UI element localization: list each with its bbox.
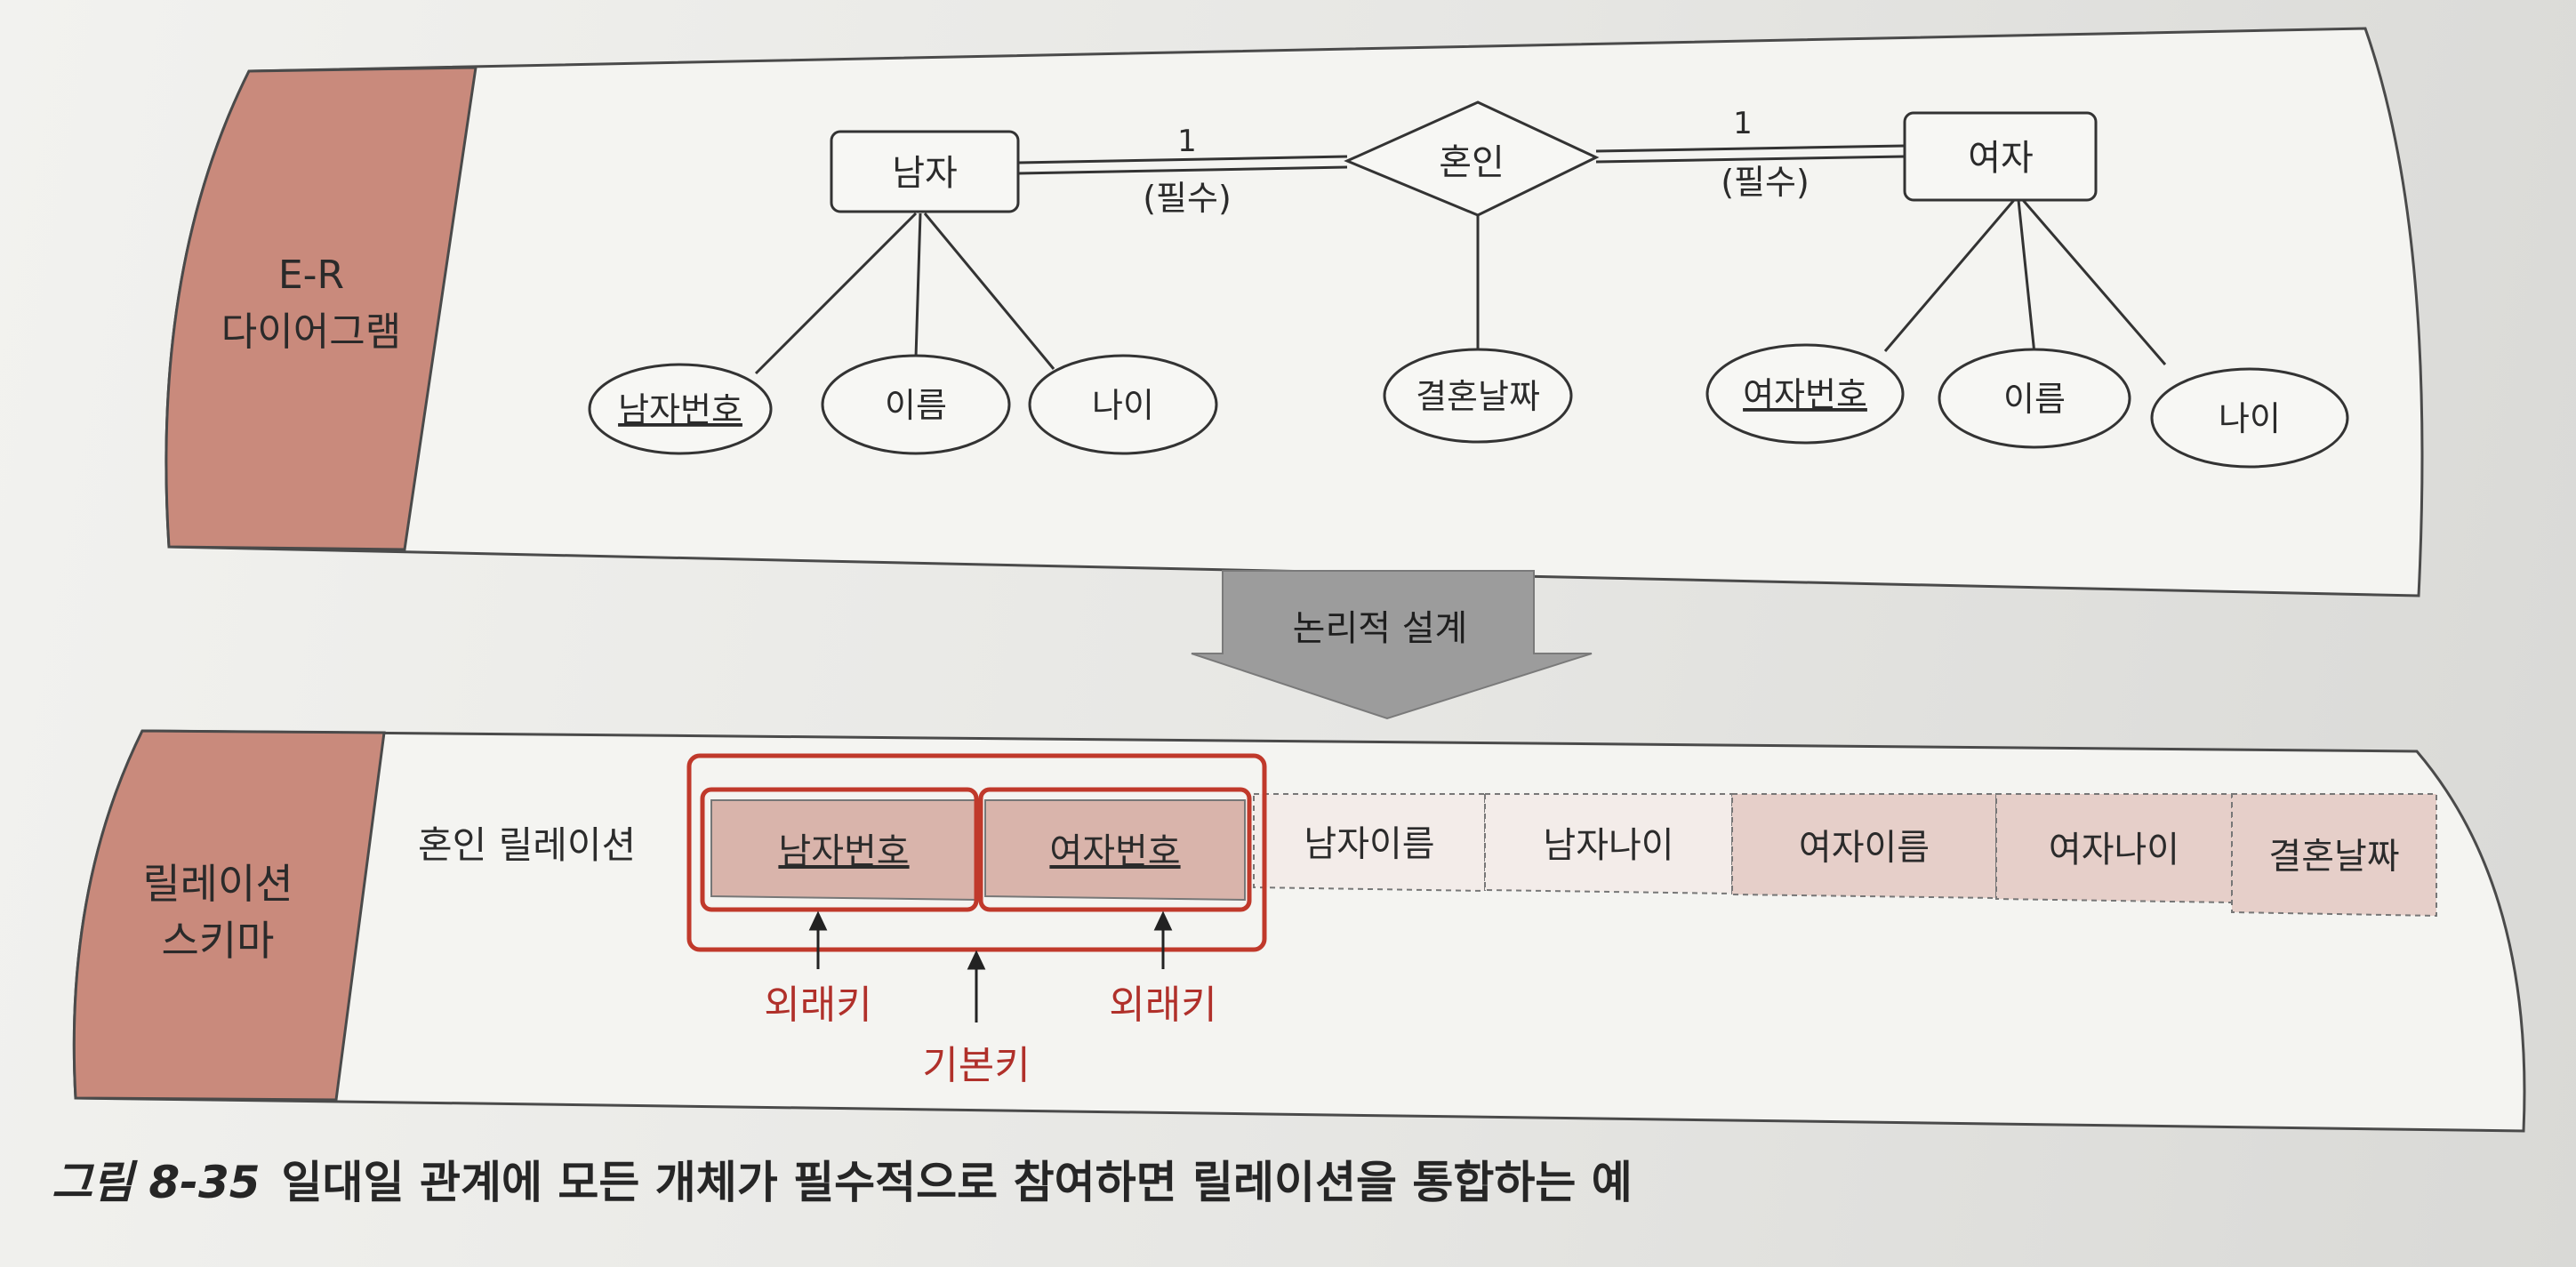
er-label-block bbox=[165, 66, 477, 551]
attr-marriage-date-label: 결혼날짜 bbox=[1416, 377, 1540, 416]
entity-woman: 여자 bbox=[1903, 111, 2098, 202]
man-relationship-double-line-a bbox=[1017, 155, 1348, 164]
schema-cell-label-5: 여자이름 bbox=[1799, 828, 1930, 869]
woman-to-attr-3 bbox=[2021, 199, 2167, 365]
attr-woman-age-label: 나이 bbox=[2219, 399, 2281, 438]
man-to-attr-3 bbox=[923, 213, 1055, 370]
schema-panel-label-line1: 릴레이션 bbox=[142, 860, 293, 908]
schema-cell-box-7 bbox=[2231, 793, 2437, 918]
foreign-key-left-label: 외래키 bbox=[764, 982, 871, 1028]
schema-cell-1: 남자번호 bbox=[710, 799, 977, 902]
entity-woman-label: 여자 bbox=[1968, 138, 2034, 179]
fk-right-arrow-head bbox=[1153, 910, 1173, 931]
logical-design-label: 논리적 설계 bbox=[1293, 608, 1468, 649]
schema-cell-7: 결혼날짜 bbox=[2231, 793, 2437, 918]
schema-cell-label-4: 남자나이 bbox=[1543, 825, 1673, 866]
foreign-key-right-label: 외래키 bbox=[1109, 982, 1216, 1028]
schema-panel-label-line2: 스키마 bbox=[161, 917, 275, 965]
attr-woman-id-label: 여자번호 bbox=[1743, 375, 1867, 414]
er-panel-label-line2: 다이어그램 bbox=[221, 309, 402, 355]
man-to-attr-1 bbox=[754, 212, 918, 375]
left-participation: (필수) bbox=[1143, 179, 1232, 218]
er-panel-label: E-R 다이어그램 bbox=[209, 247, 413, 361]
woman-to-attr-2 bbox=[2017, 199, 2036, 355]
er-connectors bbox=[754, 144, 2167, 375]
woman-to-attr-1 bbox=[1883, 199, 2016, 352]
schema-cell-label-6: 여자나이 bbox=[2049, 830, 2179, 870]
relationship-label: 혼인 bbox=[1439, 142, 1505, 183]
left-cardinality-count: 1 bbox=[1177, 124, 1197, 159]
schema-panel bbox=[72, 729, 2526, 1133]
man-relationship-double-line-b bbox=[1017, 165, 1348, 175]
foreign-key-man-outline bbox=[700, 787, 979, 912]
right-participation: (필수) bbox=[1721, 163, 1810, 202]
schema-cell-box-2 bbox=[984, 799, 1246, 902]
schema-cell-3: 남자이름 bbox=[1253, 793, 1486, 893]
schema-cell-label-2: 여자번호 bbox=[1049, 831, 1180, 872]
attr-man-id-label: 남자번호 bbox=[618, 390, 742, 429]
schema-label-block bbox=[72, 729, 386, 1102]
attr-man-name-label: 이름 bbox=[885, 386, 947, 425]
foreign-key-woman-outline bbox=[978, 787, 1252, 912]
attr-man-age: 나이 bbox=[1028, 354, 1218, 455]
attr-woman-name: 이름 bbox=[1938, 348, 2131, 449]
schema-cell-2: 여자번호 bbox=[984, 799, 1246, 902]
er-panel-label-line1: E-R bbox=[277, 253, 345, 298]
primary-key-label: 기본키 bbox=[922, 1043, 1030, 1088]
figure-caption-text: 일대일 관계에 모든 개체가 필수적으로 참여하면 릴레이션을 통합하는 예 bbox=[281, 1157, 1633, 1208]
man-to-attr-2 bbox=[914, 213, 922, 358]
relationship-woman-double-line-b bbox=[1595, 155, 1906, 164]
attr-man-name: 이름 bbox=[821, 354, 1011, 455]
attr-marriage-date: 결혼날짜 bbox=[1383, 348, 1573, 444]
figure-caption: 그림 8-35 일대일 관계에 모든 개체가 필수적으로 참여하면 릴레이션을 통… bbox=[52, 1147, 1633, 1211]
attr-woman-id: 여자번호 bbox=[1705, 343, 1905, 445]
schema-panel-label: 릴레이션 스키마 bbox=[116, 855, 320, 969]
schema-row: 남자번호 여자번호 남자이름 남자나이 여자이름 여자나이 결혼날짜 bbox=[710, 793, 2437, 918]
relation-name: 혼인 릴레이션 bbox=[418, 823, 636, 867]
logical-design-arrow: 논리적 설계 bbox=[1191, 570, 1593, 720]
schema-cell-4: 남자나이 bbox=[1484, 793, 1733, 895]
schema-cell-box-3 bbox=[1253, 793, 1486, 893]
schema-cell-box-5 bbox=[1731, 793, 1997, 900]
schema-cell-label-3: 남자이름 bbox=[1304, 824, 1434, 865]
schema-cell-label-7: 결혼날짜 bbox=[2268, 837, 2399, 878]
attr-man-age-label: 나이 bbox=[1092, 386, 1154, 425]
right-cardinality-count: 1 bbox=[1733, 106, 1753, 141]
pk-arrow-head bbox=[967, 950, 986, 970]
entity-man-label: 남자 bbox=[892, 153, 958, 194]
fk-left-arrow-head bbox=[808, 910, 828, 931]
attr-man-id: 남자번호 bbox=[588, 363, 773, 455]
er-panel bbox=[165, 27, 2424, 597]
schema-panel-frame bbox=[72, 729, 2526, 1133]
key-pointer-arrows bbox=[808, 910, 1173, 1022]
attr-woman-name-label: 이름 bbox=[2003, 380, 2066, 419]
attr-woman-age: 나이 bbox=[2150, 367, 2349, 469]
schema-cell-6: 여자나이 bbox=[1995, 793, 2233, 904]
entity-man: 남자 bbox=[830, 130, 1020, 213]
schema-cell-5: 여자이름 bbox=[1731, 793, 1997, 900]
schema-cell-label-1: 남자번호 bbox=[778, 831, 909, 872]
figure-number: 그림 8-35 bbox=[52, 1157, 261, 1208]
relationship-woman-double-line-a bbox=[1595, 144, 1906, 153]
primary-key-outline bbox=[686, 753, 1267, 952]
relationship-marriage: 혼인 bbox=[1344, 100, 1600, 217]
